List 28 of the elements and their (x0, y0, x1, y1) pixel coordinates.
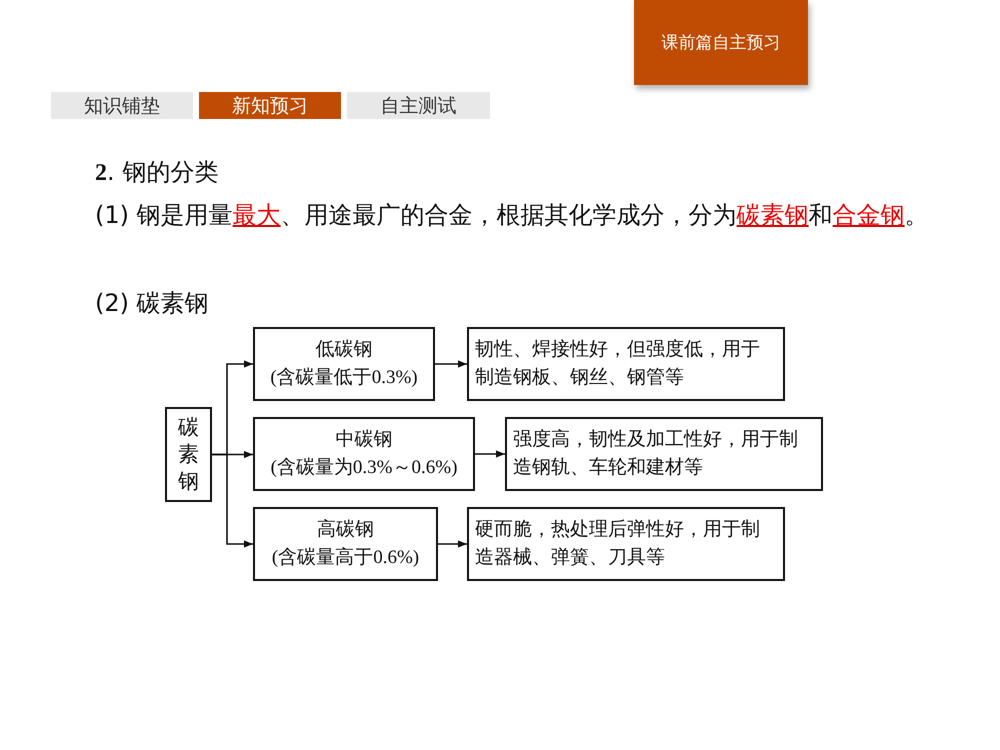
box-text: 碳素钢 (178, 414, 199, 496)
box-text: 韧性、焊接性好，但强度低，用于制造钢板、钢丝、钢管等 (475, 338, 761, 390)
box-text: (含碳量为0.3%～0.6%) (270, 456, 458, 480)
arrow (212, 454, 253, 548)
box-title: 低碳钢 (316, 338, 372, 362)
tab: 新知预习 (199, 92, 341, 119)
section-heading: 2. 钢的分类 (95, 157, 220, 188)
category-box (253, 327, 435, 401)
tab: 自主测试 (347, 92, 490, 119)
box-text: 硬而脆，热处理后弹性好，用于制造器械、弹簧、刀具等 (475, 518, 761, 570)
box-title: 中碳钢 (336, 428, 392, 452)
box-text: 强度高，韧性及加工性好，用于制造钢轨、车轮和建材等 (513, 428, 799, 480)
category-box (253, 507, 438, 581)
section-badge: 课前篇自主预习 (634, 0, 808, 85)
category-box (253, 417, 475, 491)
category-box (165, 407, 212, 502)
arrow (435, 360, 467, 368)
arrow (438, 540, 467, 548)
paragraph: (1) 钢是用量最大、用途最广的合金，根据其化学成分，分为碳素钢和合金钢。 (94, 200, 930, 231)
description-box (467, 507, 785, 581)
box-title: 高碳钢 (317, 518, 374, 542)
description-box (467, 327, 785, 401)
arrow (475, 450, 505, 458)
box-text: (含碳量低于0.3%) (270, 366, 418, 390)
subheading: (2) 碳素钢 (95, 288, 210, 319)
description-box (505, 417, 823, 491)
box-text: (含碳量高于0.6%) (272, 546, 420, 570)
tab: 知识铺垫 (51, 92, 193, 119)
